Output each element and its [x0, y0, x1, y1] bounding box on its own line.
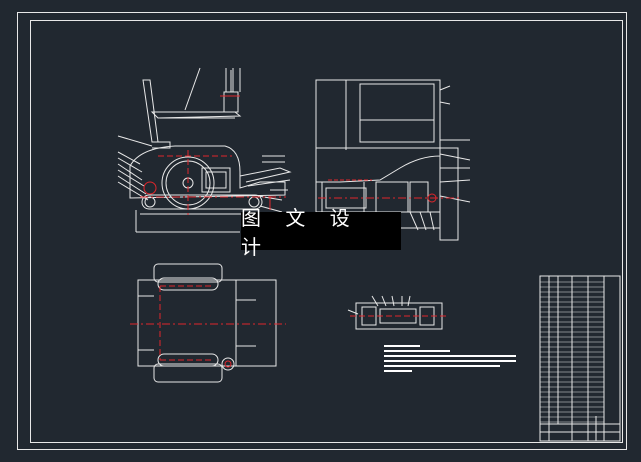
watermark-label: 图 文 设 计 [241, 206, 401, 259]
parts-list-rows [540, 281, 604, 423]
side-elevation-view [117, 67, 292, 233]
inner-frame [30, 20, 623, 443]
plan-view [137, 263, 277, 383]
outer-frame [17, 12, 627, 450]
title-block [539, 275, 621, 442]
spec-text-block [384, 345, 516, 372]
centerlines [130, 95, 462, 368]
detail-view [347, 295, 443, 330]
